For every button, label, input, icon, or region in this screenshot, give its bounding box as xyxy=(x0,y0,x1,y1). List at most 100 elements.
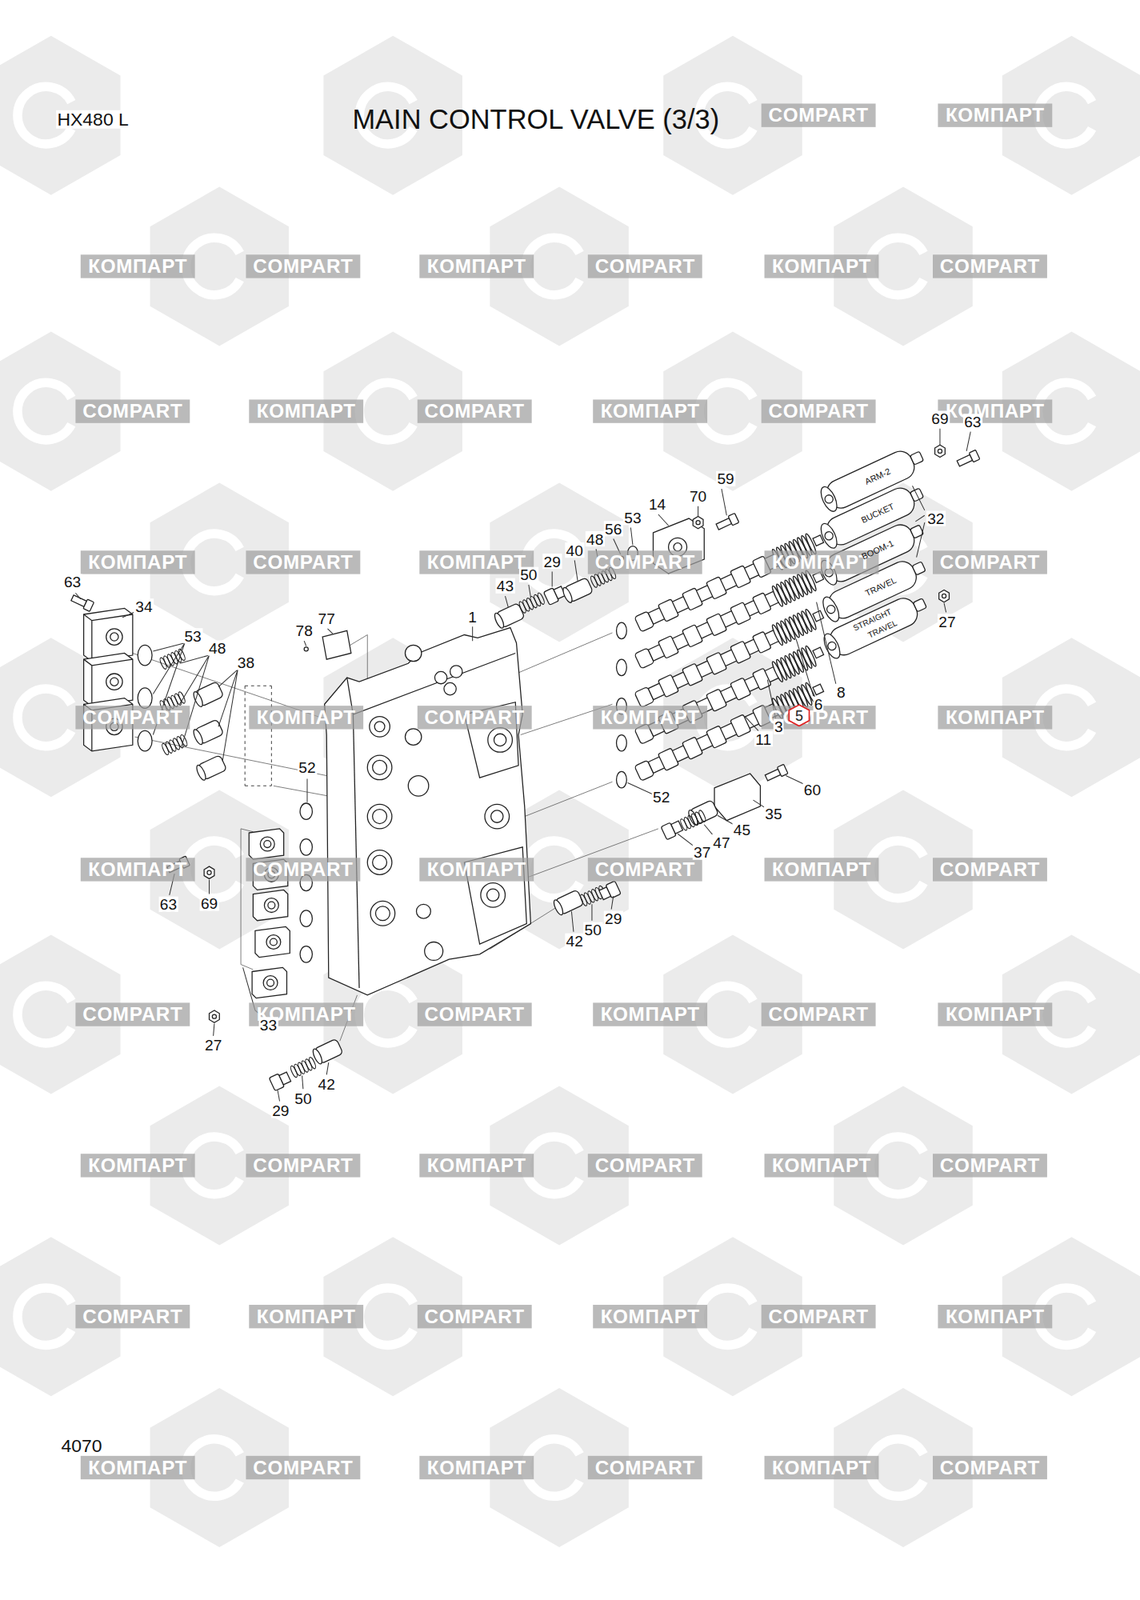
watermark: КОМПАРТ xyxy=(764,1153,880,1177)
callout-number: 35 xyxy=(764,805,784,821)
model-code: HX480 L xyxy=(56,110,130,129)
callout-number: 32 xyxy=(926,511,946,527)
watermark: COMPART xyxy=(245,550,360,574)
callout-number: 34 xyxy=(134,598,154,614)
o-rings xyxy=(137,546,638,964)
callout-number: 14 xyxy=(648,496,668,512)
watermark: COMPART xyxy=(245,1153,360,1177)
watermark: КОМПАРТ xyxy=(248,1304,364,1328)
watermark: COMPART xyxy=(932,550,1048,574)
watermark: КОМПАРТ xyxy=(592,1002,708,1026)
parts xyxy=(70,444,980,1091)
watermark: COMPART xyxy=(75,1304,190,1328)
watermark: КОМПАРТ xyxy=(419,857,534,881)
watermark: КОМПАРТ xyxy=(937,1002,1052,1026)
watermark: COMPART xyxy=(932,1153,1048,1177)
watermark: COMPART xyxy=(761,1002,876,1026)
leader-lines xyxy=(75,428,971,1102)
callout-number: 69 xyxy=(930,410,950,426)
watermark: COMPART xyxy=(761,103,876,127)
callout-number: 29 xyxy=(604,911,624,927)
callout-number: 27 xyxy=(204,1037,224,1053)
watermark: COMPART xyxy=(75,399,190,423)
callout-number: 52 xyxy=(297,760,317,776)
page-number: 4070 xyxy=(60,1436,104,1456)
watermark: COMPART xyxy=(417,1304,532,1328)
watermark-hexagons xyxy=(0,36,1140,1548)
callout-number: 48 xyxy=(208,640,228,656)
watermark: КОМПАРТ xyxy=(592,705,708,729)
callout-number: 1 xyxy=(467,608,478,624)
watermark: COMPART xyxy=(761,399,876,423)
watermark-rings xyxy=(17,86,1092,1496)
callout-number: 60 xyxy=(803,782,823,798)
callout-number: 42 xyxy=(316,1076,336,1092)
callout-number: 11 xyxy=(754,731,772,747)
callout-number: 50 xyxy=(293,1090,313,1106)
callout-number: 38 xyxy=(236,654,256,670)
watermark: КОМПАРТ xyxy=(592,399,708,423)
page-title: MAIN CONTROL VALVE (3/3) xyxy=(352,106,720,134)
assembly-lines xyxy=(132,612,659,1041)
callout-number: 40 xyxy=(564,542,584,558)
watermark: COMPART xyxy=(75,1002,190,1026)
callout-number: 45 xyxy=(732,822,752,838)
watermark: COMPART xyxy=(588,857,703,881)
hexagon-marker: 5 xyxy=(788,704,811,727)
watermark: КОМПАРТ xyxy=(80,857,196,881)
callout-number: 77 xyxy=(316,611,336,627)
valve-body xyxy=(324,628,532,996)
callout-number: 52 xyxy=(652,789,672,805)
watermark: КОМПАРТ xyxy=(937,705,1052,729)
callout-number: 53 xyxy=(183,628,203,644)
watermark: КОМПАРТ xyxy=(80,1456,196,1480)
callout-number: 78 xyxy=(294,623,314,639)
watermark: COMPART xyxy=(75,705,190,729)
callout-number: 27 xyxy=(937,613,957,629)
watermark: КОМПАРТ xyxy=(419,254,534,278)
watermark: COMPART xyxy=(245,857,360,881)
watermark: КОМПАРТ xyxy=(592,1304,708,1328)
watermark: КОМПАРТ xyxy=(419,550,534,574)
callout-number: 50 xyxy=(583,922,603,938)
watermark: COMPART xyxy=(932,254,1048,278)
callout-number: 33 xyxy=(259,1016,279,1032)
callout-number: 37 xyxy=(692,844,712,860)
watermark: КОМПАРТ xyxy=(764,254,880,278)
callout-number: 47 xyxy=(712,834,732,850)
watermark: COMPART xyxy=(588,254,703,278)
watermark: COMPART xyxy=(588,1456,703,1480)
watermark: COMPART xyxy=(588,1153,703,1177)
watermark: COMPART xyxy=(417,1002,532,1026)
watermark: КОМПАРТ xyxy=(937,103,1052,127)
callout-number: 43 xyxy=(496,578,516,594)
callout-number: 59 xyxy=(716,471,736,487)
watermark: КОМПАРТ xyxy=(937,1304,1052,1328)
callout-number: 8 xyxy=(836,684,847,700)
watermark: КОМПАРТ xyxy=(937,399,1052,423)
watermark: КОМПАРТ xyxy=(248,705,364,729)
watermark: COMPART xyxy=(245,254,360,278)
watermark: КОМПАРТ xyxy=(248,399,364,423)
watermark: COMPART xyxy=(245,1456,360,1480)
callout-number: 63 xyxy=(159,896,179,912)
callout-number: 53 xyxy=(623,509,643,525)
watermark: COMPART xyxy=(932,1456,1048,1480)
watermark: КОМПАРТ xyxy=(764,1456,880,1480)
watermark: КОМПАРТ xyxy=(419,1456,534,1480)
callout-number: 56 xyxy=(604,520,624,536)
callout-number: 69 xyxy=(200,895,220,911)
callout-number: 63 xyxy=(63,574,83,590)
watermark: КОМПАРТ xyxy=(80,254,196,278)
callout-number: 3 xyxy=(773,719,784,735)
watermark: КОМПАРТ xyxy=(419,1153,534,1177)
callout-number: 29 xyxy=(542,553,562,569)
watermark: COMPART xyxy=(417,399,532,423)
callout-number: 6 xyxy=(813,696,824,712)
callout-number: 63 xyxy=(963,413,983,429)
watermark: COMPART xyxy=(761,1304,876,1328)
watermark: COMPART xyxy=(932,857,1048,881)
callout-number: 42 xyxy=(564,933,584,949)
callout-number: 50 xyxy=(519,567,539,583)
